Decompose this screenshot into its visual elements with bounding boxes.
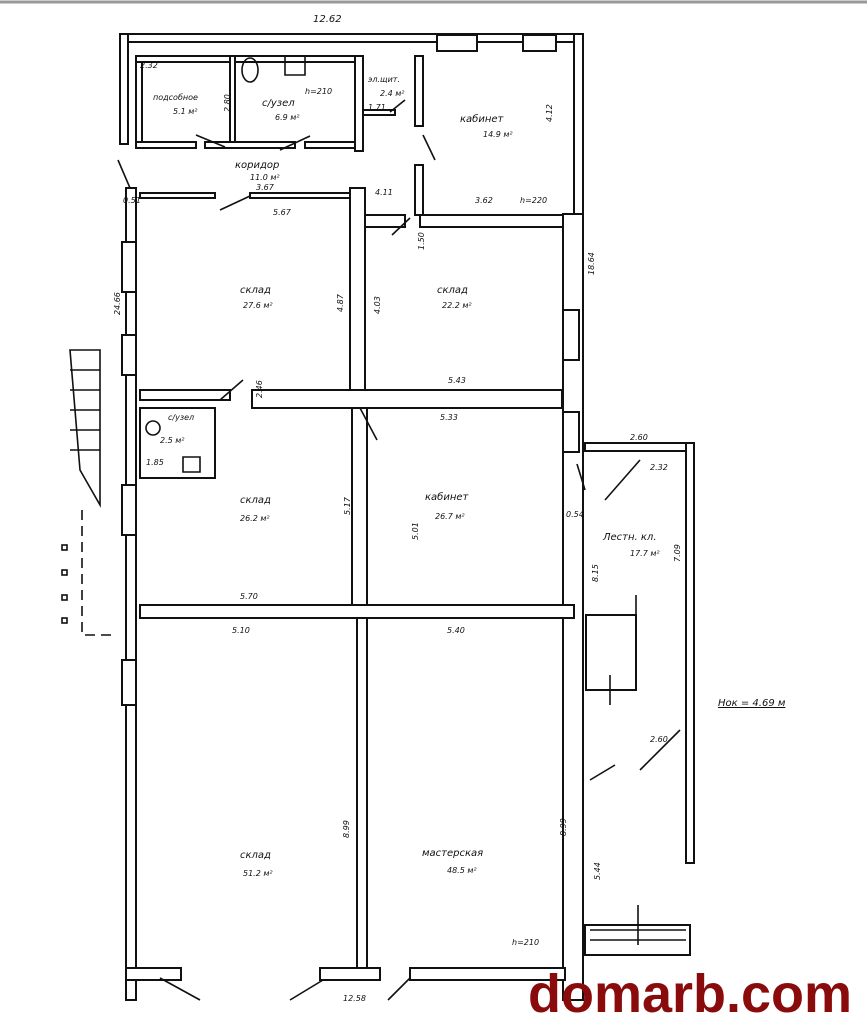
room-name: эл.щит. xyxy=(368,75,400,84)
watermark: domarb.com xyxy=(528,964,852,1024)
room-name: с/узел xyxy=(168,413,194,422)
room-name: мастерская xyxy=(422,848,483,859)
room-name: кабинет xyxy=(425,491,470,503)
room-name: с/узел xyxy=(262,98,295,109)
room-name: склад xyxy=(240,495,271,506)
dim: 3.67 xyxy=(256,183,275,192)
doors-and-stairs xyxy=(61,56,686,1001)
dim: 0.51 xyxy=(123,196,141,205)
walls xyxy=(119,33,695,1001)
dim: 5.01 xyxy=(411,522,420,540)
labels: 12.62 2.32 2.80 подсобное 5.1 м² h=210 с… xyxy=(113,14,786,1003)
dim: 8.15 xyxy=(591,564,600,582)
dim: 3.62 xyxy=(475,196,493,205)
room-area: 11.0 м² xyxy=(250,173,280,182)
room-area: 51.2 м² xyxy=(243,869,273,878)
room-area: 6.9 м² xyxy=(275,113,300,122)
height: h=210 xyxy=(512,938,539,947)
dim: 5.43 xyxy=(448,376,466,385)
dim: 1.50 xyxy=(417,232,426,250)
dim: 2.32 xyxy=(650,463,668,472)
room-name: подсобное xyxy=(153,93,198,102)
dim: 2.60 xyxy=(650,735,668,744)
dim: 5.10 xyxy=(232,626,250,635)
dim: 7.09 xyxy=(673,544,682,562)
height: h=210 xyxy=(305,87,332,96)
dim: 4.12 xyxy=(545,104,554,122)
room-name: коридор xyxy=(235,160,279,171)
room-name: Лестн. кл. xyxy=(602,532,657,543)
dim: 4.11 xyxy=(375,188,393,197)
room-area: 26.7 м² xyxy=(435,512,465,521)
dim-top: 12.62 xyxy=(313,14,342,25)
dim: 2.60 xyxy=(630,433,648,442)
height: h=220 xyxy=(520,196,547,205)
room-name: склад xyxy=(437,285,468,296)
room-name: кабинет xyxy=(460,113,505,125)
dim: 24.66 xyxy=(113,292,122,315)
room-name: склад xyxy=(240,850,271,861)
dim: 2.46 xyxy=(255,380,264,398)
dim: 18.64 xyxy=(587,252,596,275)
room-area: 17.7 м² xyxy=(630,549,660,558)
room-area: 27.6 м² xyxy=(243,301,273,310)
dim: 5.44 xyxy=(593,862,602,880)
dim: 1.71 xyxy=(368,103,386,112)
dim: 5.40 xyxy=(447,626,465,635)
ceiling-height: Нок = 4.69 м xyxy=(718,698,786,709)
room-name: склад xyxy=(240,285,271,296)
dim: 2.32 xyxy=(140,61,158,70)
dim: 4.03 xyxy=(373,296,382,314)
room-area: 14.9 м² xyxy=(483,130,513,139)
dim: 0.54 xyxy=(566,510,584,519)
room-area: 22.2 м² xyxy=(442,301,472,310)
dim: 2.80 xyxy=(223,94,232,112)
dim: 8.99 xyxy=(559,818,568,836)
dim: 5.67 xyxy=(273,208,292,217)
dim: 5.70 xyxy=(240,592,258,601)
dim: 5.33 xyxy=(440,413,458,422)
dim: 4.87 xyxy=(336,293,345,312)
room-area: 2.4 м² xyxy=(380,89,405,98)
room-area: 48.5 м² xyxy=(447,866,477,875)
dim: 1.85 xyxy=(146,458,164,467)
room-area: 2.5 м² xyxy=(160,436,185,445)
dim: 12.58 xyxy=(343,994,366,1003)
dim: 5.17 xyxy=(343,496,352,515)
room-area: 5.1 м² xyxy=(173,107,198,116)
room-area: 26.2 м² xyxy=(240,514,270,523)
dim: 8.99 xyxy=(342,820,351,838)
